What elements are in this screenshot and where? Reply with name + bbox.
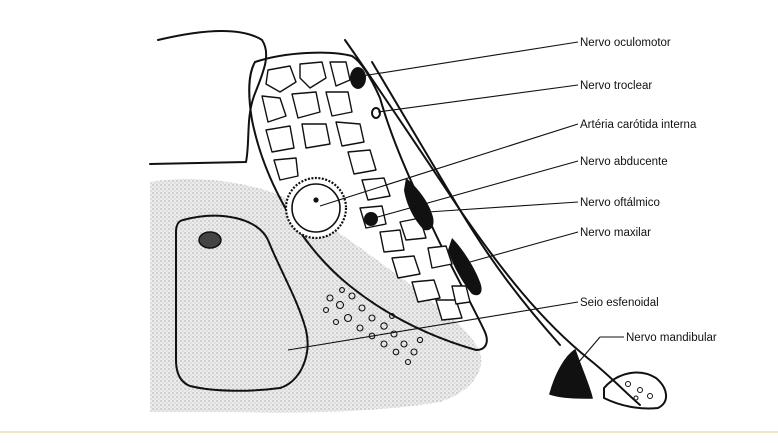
mandibular-bone-fragment bbox=[604, 373, 666, 409]
trochlear-nerve bbox=[372, 108, 380, 118]
label-maxilar: Nervo maxilar bbox=[580, 227, 651, 239]
label-carotida: Artéria carótida interna bbox=[580, 119, 697, 131]
label-oftalmico: Nervo oftálmico bbox=[580, 197, 660, 209]
bottom-rule bbox=[0, 431, 778, 433]
leader-troclear bbox=[378, 85, 578, 112]
abducens-nerve bbox=[364, 212, 378, 226]
label-abducente: Nervo abducente bbox=[580, 156, 668, 168]
label-oculomotor: Nervo oculomotor bbox=[580, 37, 671, 49]
label-esfenoidal: Seio esfenoidal bbox=[580, 297, 659, 309]
leader-oftalmico bbox=[428, 202, 578, 212]
mandibular-fragment-texture bbox=[626, 382, 653, 401]
small-vessel-in-bone bbox=[199, 232, 221, 248]
label-troclear: Nervo troclear bbox=[580, 80, 652, 92]
label-mandibular: Nervo mandibular bbox=[626, 332, 717, 344]
leader-oculomotor bbox=[362, 42, 578, 76]
oculomotor-nerve bbox=[350, 67, 366, 89]
internal-carotid-artery bbox=[286, 178, 346, 238]
